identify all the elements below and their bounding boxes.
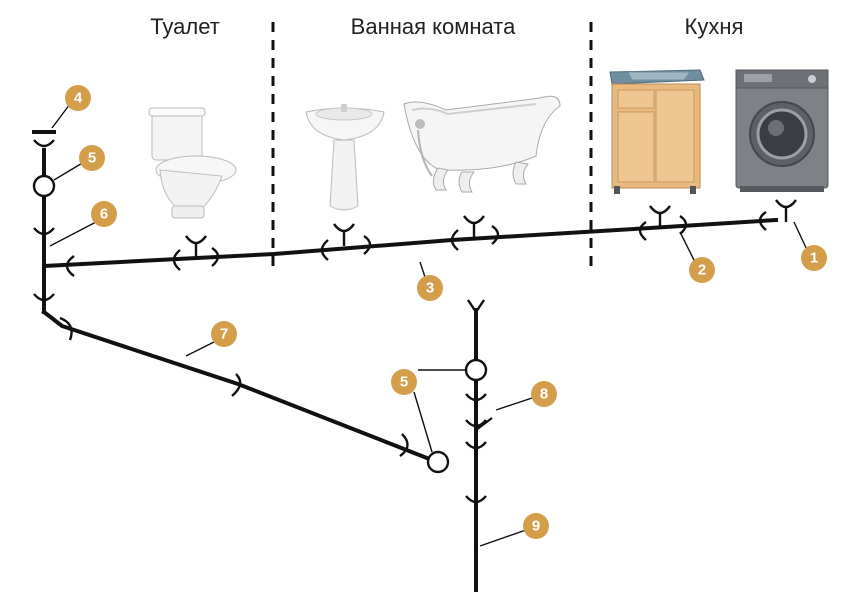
revision-stack (464, 358, 488, 382)
leader-9 (479, 529, 527, 547)
washbasin-image (305, 104, 385, 211)
riser-socket-1 (33, 227, 55, 236)
branch-8-pipe (475, 417, 493, 431)
kitchen-sink-cabinet-image (609, 69, 705, 194)
svg-text:7: 7 (220, 326, 228, 343)
zone-label-kitchen: Кухня (685, 14, 744, 39)
stack-socket-2 (465, 419, 487, 428)
svg-text:2: 2 (698, 262, 706, 279)
callout-5-riser: 5 (79, 145, 105, 171)
svg-text:4: 4 (74, 90, 83, 107)
leader-5b-bottom (413, 391, 433, 453)
zone-label-bathroom: Ванная комната (351, 14, 516, 39)
callout-3: 3 (417, 275, 443, 301)
callout-6: 6 (91, 201, 117, 227)
diagonal-main-pipe (41, 309, 435, 463)
revision-diagonal (426, 450, 450, 474)
callout-5-stack: 5 (391, 369, 417, 395)
leader-4 (51, 103, 71, 129)
stack-top-arrow (467, 299, 485, 315)
revision-riser (32, 174, 56, 198)
stack-socket-1 (465, 393, 487, 402)
svg-text:8: 8 (540, 386, 548, 403)
diagonal-socket-mid (231, 373, 242, 397)
leader-5a (53, 161, 85, 181)
diagonal-socket-top (59, 316, 73, 341)
svg-text:9: 9 (532, 518, 540, 535)
sink-tee (638, 205, 688, 241)
diagonal-socket-bottom (399, 433, 409, 457)
callout-7: 7 (211, 321, 237, 347)
callout-2: 2 (689, 257, 715, 283)
callout-1: 1 (801, 245, 827, 271)
bathtub-tee (450, 215, 500, 251)
leader-6 (49, 221, 97, 247)
leader-8 (495, 397, 533, 411)
toilet-bowl-image (148, 107, 237, 219)
svg-text:1: 1 (810, 250, 818, 267)
riser-socket-2 (33, 293, 55, 302)
callout-9: 9 (523, 513, 549, 539)
svg-text:5: 5 (400, 374, 408, 391)
washing-machine-image (735, 69, 829, 192)
leader-2 (679, 231, 697, 265)
stack-socket-4 (465, 495, 487, 504)
collector-socket-left (65, 255, 75, 277)
svg-text:3: 3 (426, 280, 434, 297)
washing-machine-fitting (758, 199, 797, 231)
stack-socket-3 (465, 441, 487, 450)
leader-1 (793, 221, 809, 253)
horizontal-collector-pipe (41, 217, 779, 269)
callout-4: 4 (65, 85, 91, 111)
washbasin-tee (320, 223, 372, 261)
callout-8: 8 (531, 381, 557, 407)
zone-label-toilet: Туалет (150, 14, 220, 39)
svg-text:5: 5 (88, 150, 96, 167)
bathtub-image (403, 95, 561, 193)
leader-7 (185, 341, 215, 357)
toilet-tee (172, 235, 220, 271)
riser-cap-socket (33, 139, 55, 148)
svg-text:6: 6 (100, 206, 108, 223)
